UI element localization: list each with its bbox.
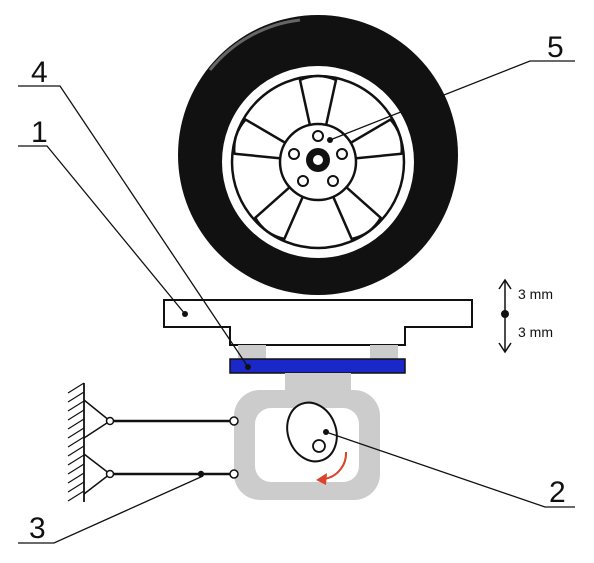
- label-4: 4: [31, 56, 48, 89]
- amplitude-center-dot: [501, 310, 509, 318]
- tire-highlight: [208, 18, 301, 71]
- rotation-arrowhead: [316, 473, 327, 485]
- label-3: 3: [29, 512, 46, 545]
- leader-lines: [18, 60, 575, 544]
- lug-nuts: [288, 130, 348, 187]
- drive-neck: [285, 373, 351, 393]
- spring-upper: [83, 399, 239, 439]
- leader-dot-4: [245, 364, 251, 370]
- label-1: 1: [31, 116, 48, 149]
- amplitude-up-label: 3 mm: [518, 286, 553, 302]
- wheel: [178, 15, 458, 295]
- leader-dot-1: [182, 311, 188, 317]
- rotation-arrow-icon: [323, 451, 348, 480]
- platform: [163, 299, 473, 346]
- leader-dot-2: [323, 429, 329, 435]
- cam-shaft: [312, 439, 326, 453]
- label-5: 5: [547, 31, 564, 64]
- leader-dot-5: [327, 137, 333, 143]
- amplitude-down-label: 3 mm: [518, 324, 553, 340]
- ground-wall: [67, 382, 85, 502]
- spacer-left: [238, 345, 266, 359]
- spring-lower: [83, 453, 239, 495]
- center-cap-dot: [313, 155, 323, 165]
- sensor-pad: [229, 358, 406, 374]
- spacer-right: [370, 345, 398, 359]
- label-2: 2: [549, 476, 566, 509]
